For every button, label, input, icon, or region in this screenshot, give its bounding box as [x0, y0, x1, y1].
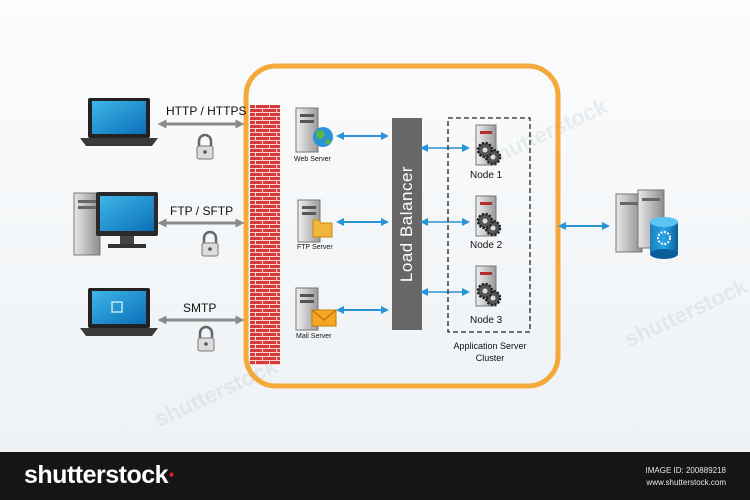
- laptop-icon: [80, 98, 158, 146]
- padlock-icon: [195, 133, 215, 161]
- padlock-icon: [196, 325, 216, 353]
- architecture-diagram: [73, 63, 678, 389]
- server-label: Web Server: [294, 156, 331, 163]
- footer-bar: shutterstock· IMAGE ID: 200889218 www.sh…: [0, 452, 750, 500]
- image-id: IMAGE ID: 200889218 www.shutterstock.com: [646, 465, 727, 489]
- shutterstock-logo: shutterstock·: [24, 461, 176, 489]
- protocol-label: FTP / SFTP: [170, 204, 234, 218]
- node-label: Node 2: [470, 240, 503, 251]
- load-balancer-bar: [392, 118, 422, 330]
- protocol-label: SMTP: [183, 301, 217, 315]
- envelope-icon: [311, 309, 337, 327]
- cluster-label: Application Server Cluster: [443, 340, 537, 364]
- globe-icon: [313, 127, 333, 147]
- gear-icon: [476, 141, 494, 159]
- gear-icon: [476, 282, 494, 300]
- node-label: Node 3: [470, 315, 503, 326]
- server-icon: [295, 107, 319, 153]
- image-id-label: IMAGE ID: 200889218: [645, 466, 727, 475]
- server-label: FTP Server: [297, 244, 333, 251]
- laptop-icon: [80, 288, 158, 336]
- firewall-icon: [250, 105, 280, 365]
- database-icon: [615, 189, 678, 259]
- site-url: www.shutterstock.com: [646, 478, 726, 487]
- diagram-canvas: shutterstock shutterstock shutterstock: [0, 0, 750, 452]
- server-label: Mail Server: [296, 333, 332, 340]
- folder-icon: [312, 219, 333, 238]
- node-label: Node 1: [470, 170, 503, 181]
- load-balancer-label: Load Balancer: [397, 165, 417, 283]
- cluster-boundary: [447, 117, 531, 333]
- cluster-label-line: Application Server: [453, 341, 527, 351]
- padlock-icon: [200, 230, 220, 258]
- cluster-label-line: Cluster: [475, 353, 505, 363]
- desktop-computer-icon: [73, 192, 158, 256]
- gear-icon: [476, 212, 494, 230]
- protocol-label: HTTP / HTTPS: [166, 104, 247, 118]
